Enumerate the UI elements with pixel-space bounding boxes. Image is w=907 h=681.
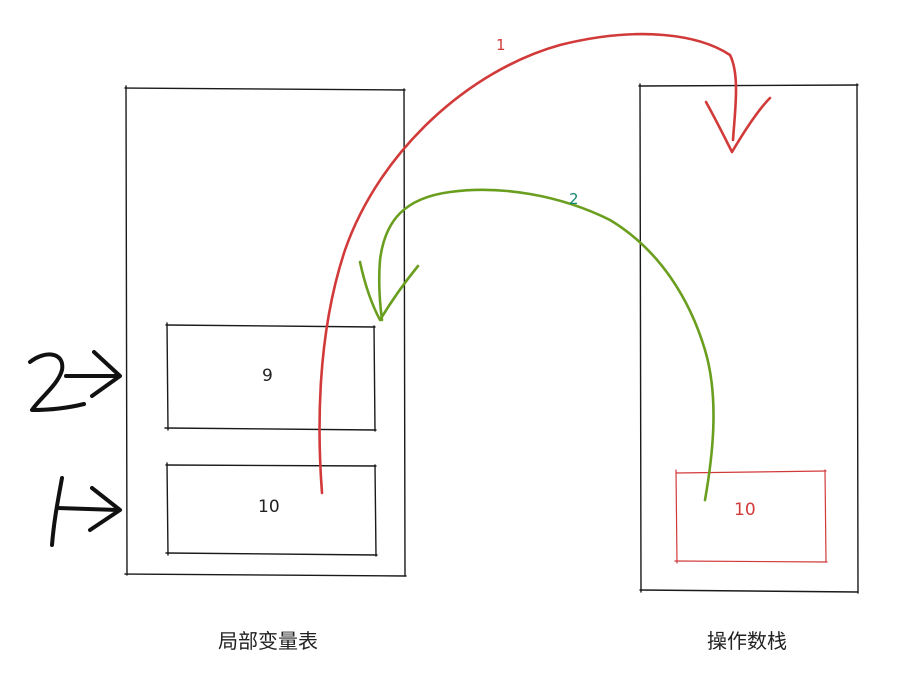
red-arrow-step-label: 1 (496, 36, 506, 54)
local-var-table-label: 局部变量表 (218, 629, 318, 653)
local-var-slot-1 (165, 462, 378, 557)
index-1-arrow (50, 476, 122, 547)
operand-stack-frame (638, 83, 859, 594)
local-var-slot-2-value: 9 (262, 366, 273, 386)
operand-stack-item-box (674, 469, 828, 564)
local-var-slot-2 (164, 322, 377, 432)
green-arrow-step-label: 2 (569, 190, 579, 208)
local-var-table-frame (124, 85, 407, 577)
operand-stack-item-value: 10 (734, 500, 756, 520)
green-arrow-step-2 (358, 188, 715, 502)
operand-stack-label: 操作数栈 (707, 629, 787, 653)
index-2-arrow (28, 350, 122, 412)
red-arrow-step-1 (318, 32, 772, 495)
local-var-slot-1-value: 10 (258, 497, 280, 517)
